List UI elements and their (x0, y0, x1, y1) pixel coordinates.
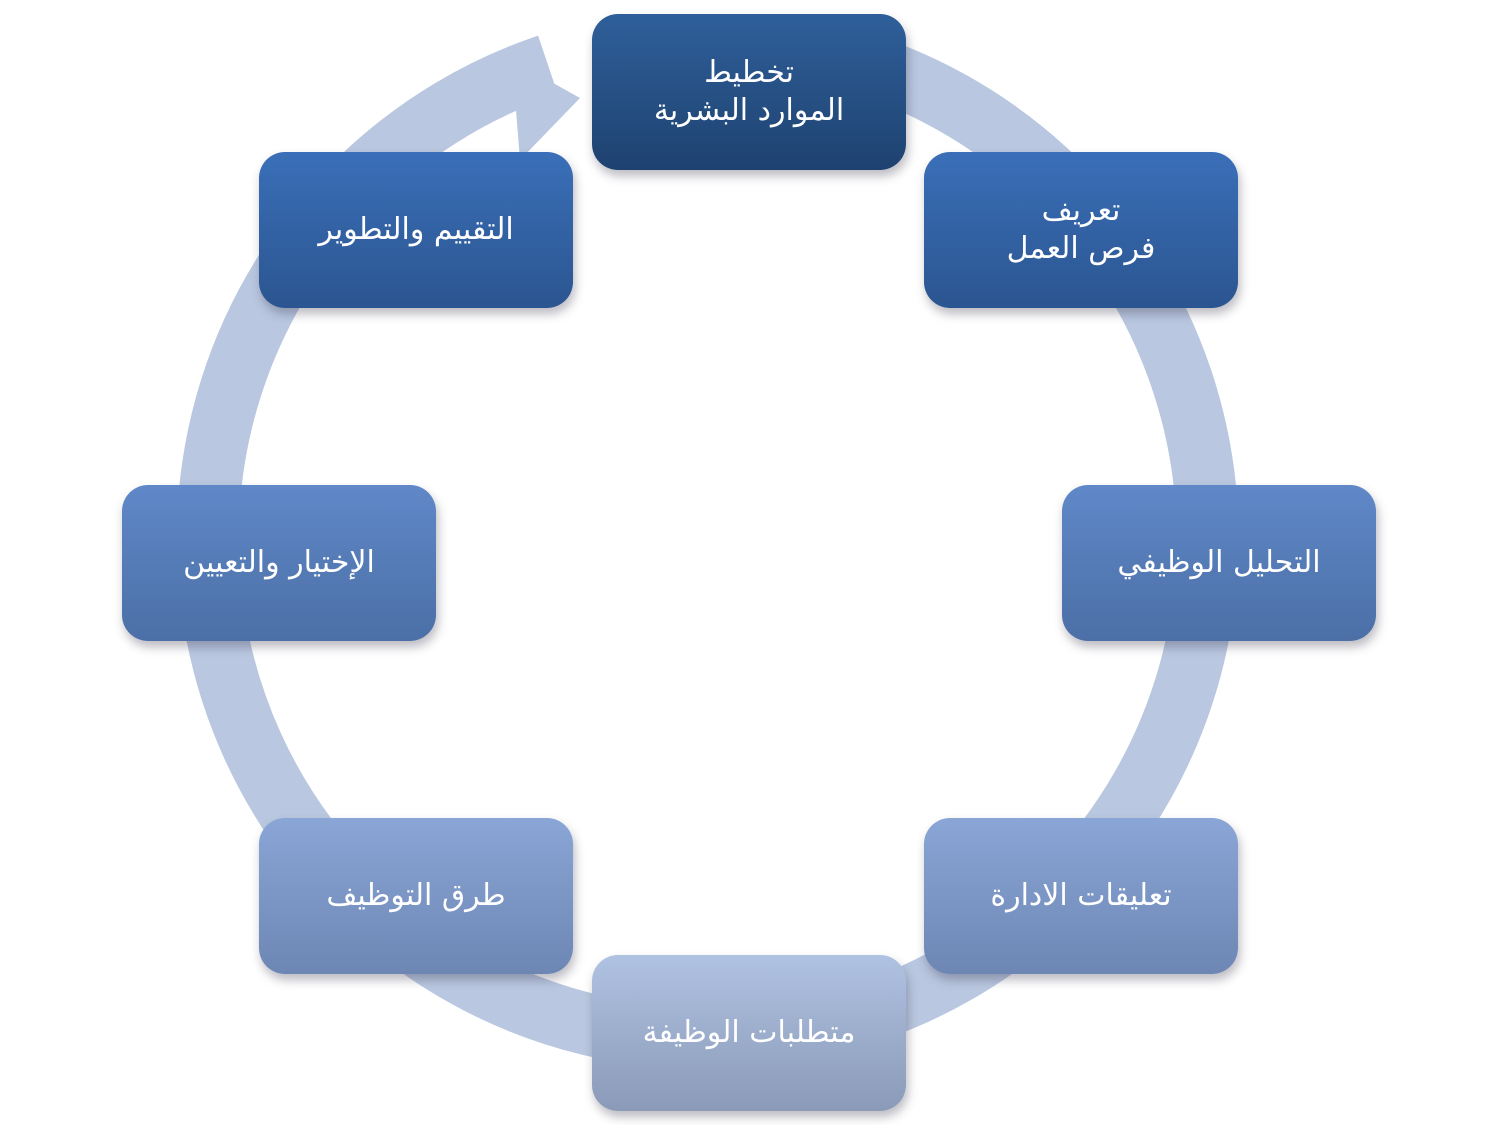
cycle-arrow-head (512, 60, 580, 160)
node-job-requirements-label: متطلبات الوظيفة (642, 1015, 856, 1050)
node-job-analysis-label: التحليل الوظيفي (1117, 545, 1321, 580)
node-job-requirements: متطلبات الوظيفة (592, 955, 906, 1111)
node-hr-planning: تخطيط الموارد البشرية (592, 14, 906, 170)
node-hr-planning-label: تخطيط الموارد البشرية (653, 55, 845, 128)
node-job-opportunities: تعريف فرص العمل (924, 152, 1238, 308)
node-recruitment-methods-label: طرق التوظيف (326, 878, 506, 913)
node-job-analysis: التحليل الوظيفي (1062, 485, 1376, 641)
node-evaluation-development: التقييم والتطوير (259, 152, 573, 308)
node-selection-appointment: الإختيار والتعيين (122, 485, 436, 641)
node-evaluation-development-label: التقييم والتطوير (318, 212, 514, 247)
node-recruitment-methods: طرق التوظيف (259, 818, 573, 974)
node-selection-appointment-label: الإختيار والتعيين (183, 545, 375, 580)
node-job-opportunities-label: تعريف فرص العمل (1006, 193, 1156, 266)
node-management-comments: تعليقات الادارة (924, 818, 1238, 974)
node-management-comments-label: تعليقات الادارة (990, 878, 1172, 913)
